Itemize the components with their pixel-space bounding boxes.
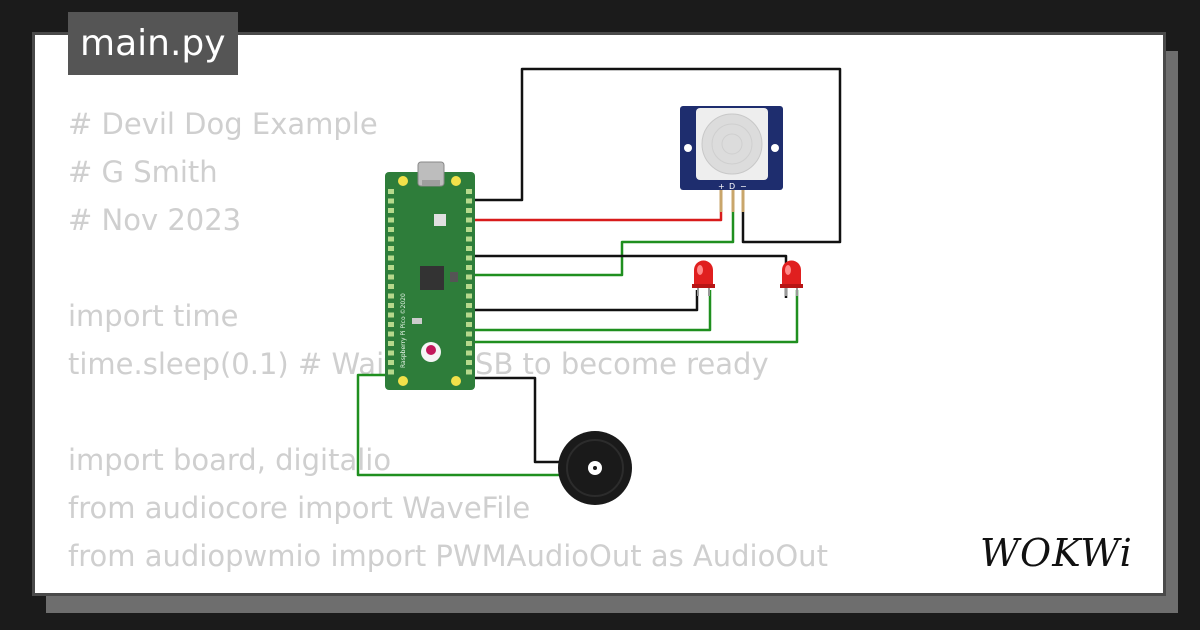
code-line: time.sleep(0.1) # Wait for USB to become… [68, 347, 769, 381]
header-pin [466, 189, 472, 194]
header-pin [388, 198, 394, 204]
header-pin [466, 208, 472, 213]
wire-pir-gnd [466, 67, 842, 244]
code-line: import time [68, 299, 239, 333]
header-pin [466, 303, 472, 308]
header-pin [466, 293, 472, 299]
red-led-1 [692, 260, 715, 296]
header-pin [388, 350, 394, 356]
header-pin [466, 217, 472, 223]
header-pin [388, 360, 394, 365]
header-pin [388, 255, 394, 261]
header-pin [388, 331, 394, 337]
header-pin [388, 369, 394, 375]
header-pin [388, 217, 394, 223]
header-pin [388, 265, 394, 270]
header-pin [388, 236, 394, 242]
header-pin [466, 255, 472, 261]
header-pin [388, 227, 394, 232]
raspberry-pi-pico-board: Raspberry Pi Pico ©2020 [385, 161, 475, 390]
code-line: # Devil Dog Example [68, 107, 378, 141]
header-pin [466, 331, 472, 337]
code-line: # Nov 2023 [68, 203, 242, 237]
header-pin [466, 341, 472, 346]
code-line: import board, digitalio [68, 443, 392, 477]
board-silk-text: Raspberry Pi Pico ©2020 [400, 293, 407, 368]
wokwi-logo-text: WOKWi [980, 531, 1133, 575]
pir-pin-label-vcc: + [718, 182, 725, 191]
wire-pir-vcc [466, 192, 723, 222]
header-pin [466, 198, 472, 204]
pir-pin-label-gnd: − [740, 182, 747, 191]
header-pin [388, 274, 394, 280]
wokwi-logo: WOKWi [980, 531, 1133, 575]
piezo-buzzer [558, 431, 632, 505]
pir-pin-label-data: D [729, 182, 735, 191]
header-pin [388, 312, 394, 318]
header-pin [388, 208, 394, 213]
header-pin [388, 303, 394, 308]
wire-led1-gnd [466, 290, 699, 312]
code-line: # G Smith [68, 155, 218, 189]
wire-buzzer-gnd [466, 376, 563, 464]
header-pin [388, 322, 394, 327]
file-tab[interactable]: main.py [68, 12, 238, 75]
wire-buzzer-signal [356, 373, 563, 477]
header-pin [388, 284, 394, 289]
header-pin [466, 236, 472, 242]
wire-led2-signal [466, 290, 799, 344]
code-line: from audiocore import WaveFile [68, 491, 531, 525]
header-pin [466, 312, 472, 318]
code-preview: # Devil Dog Example # G Smith # Nov 2023… [68, 100, 828, 580]
code-line: from audiopwmio import PWMAudioOut as Au… [68, 539, 828, 573]
header-pin [466, 350, 472, 356]
header-pin [466, 246, 472, 251]
header-pin [388, 293, 394, 299]
wire-led1-signal [466, 290, 712, 332]
header-pin [388, 246, 394, 251]
pir-motion-sensor: + D − [680, 106, 783, 212]
header-pin [466, 284, 472, 289]
header-pin [466, 360, 472, 365]
header-pin [466, 227, 472, 232]
wire-gnd-bus [466, 254, 788, 298]
header-pin [388, 189, 394, 194]
red-led-2 [780, 260, 803, 296]
header-pin [466, 265, 472, 270]
header-pin [466, 369, 472, 375]
wire-pir-signal [466, 192, 735, 277]
header-pin [466, 322, 472, 327]
header-pin [466, 274, 472, 280]
header-pin [388, 341, 394, 346]
